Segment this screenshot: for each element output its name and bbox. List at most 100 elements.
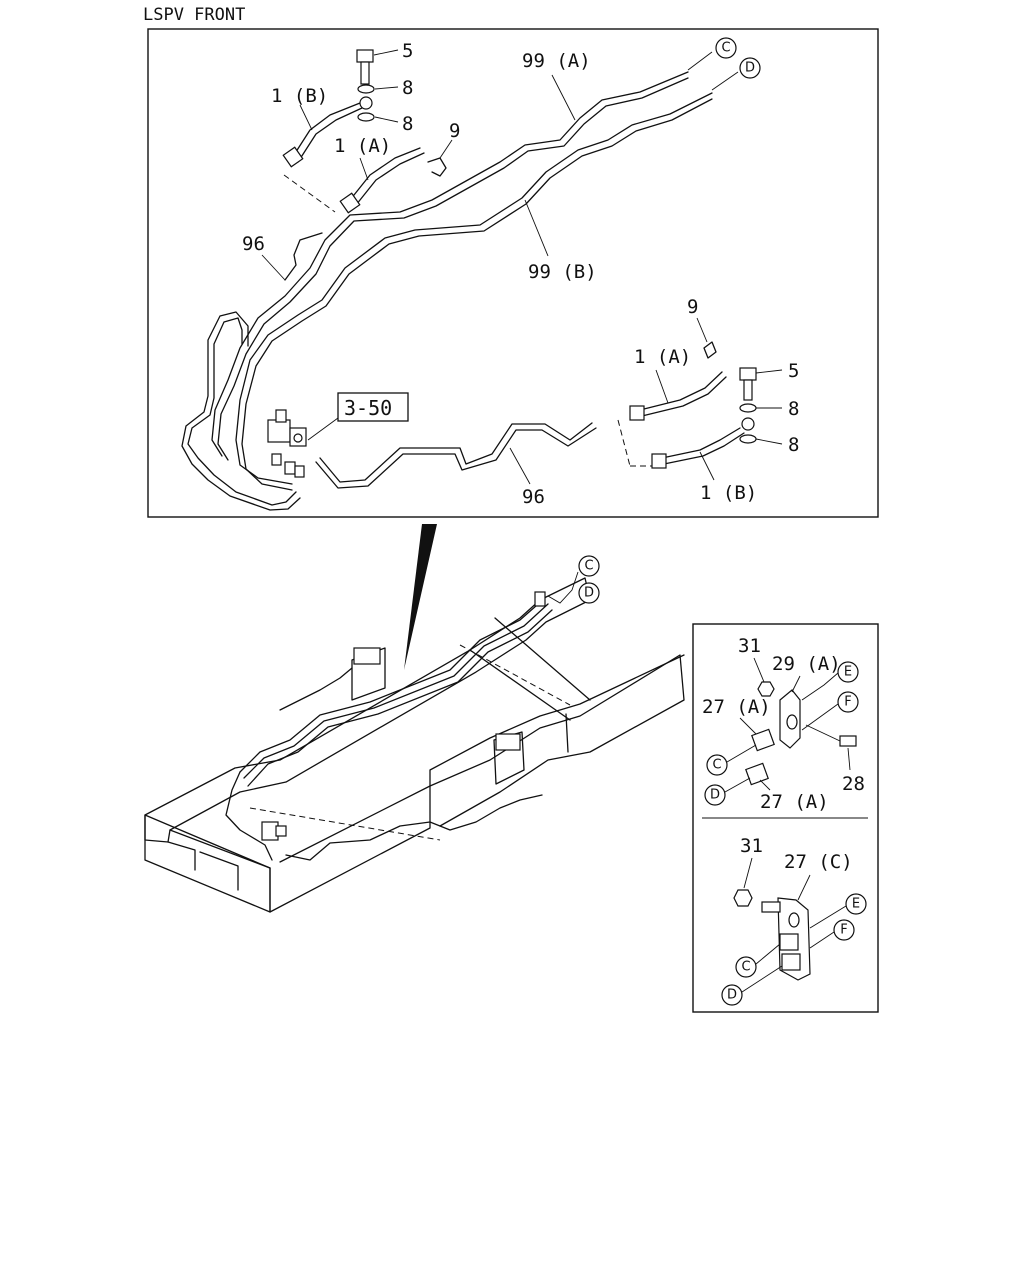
label-27c: 27 (C)	[784, 851, 853, 873]
connector-c-bracket-lower-letter: C	[741, 960, 750, 975]
leader-1b-lower	[699, 451, 715, 481]
bolt-28	[839, 735, 857, 747]
ref-leader	[307, 417, 339, 441]
label-8-lower-2: 8	[788, 434, 799, 456]
leader-1b-upper	[299, 104, 313, 131]
leader-5-lower	[755, 369, 783, 374]
bolt-28-shaft	[805, 724, 841, 742]
grommet-27c-2	[781, 953, 801, 971]
leader-d-top	[711, 71, 739, 91]
hose-1a-upper-2	[355, 152, 425, 206]
hose-1b-upper-2	[297, 107, 363, 163]
bolt-upper	[356, 49, 374, 85]
leader-1a-lower	[655, 369, 669, 404]
pipe-bend-left-2	[181, 311, 301, 511]
label-31-lower: 31	[740, 835, 763, 857]
leader-5-upper	[373, 49, 399, 56]
connector-e-lower	[845, 893, 867, 915]
label-96-upper: 96	[242, 233, 265, 255]
bracket-27c-hole	[788, 912, 800, 928]
grommet-27c-1	[779, 933, 799, 951]
leader-d-lower	[741, 965, 783, 993]
connector-c-chassis-letter: C	[584, 559, 593, 574]
hose-1b-lower-2	[663, 432, 745, 465]
nut-31-upper	[757, 681, 775, 697]
label-9-lower: 9	[687, 296, 698, 318]
hose-1b-lower-fitting	[651, 453, 667, 469]
connector-c-bracket-upper-letter: C	[712, 758, 721, 773]
label-1a-upper: 1 (A)	[334, 135, 391, 157]
connector-e-upper-letter: E	[844, 665, 852, 680]
leader-29a	[791, 675, 801, 693]
connector-d-top	[739, 57, 761, 79]
leader-27c	[797, 874, 811, 901]
hose-1a-lower	[639, 371, 723, 411]
diagram-title: LSPV FRONT	[143, 5, 245, 25]
clip-9-upper	[427, 157, 447, 177]
bracket-27c-stud	[761, 901, 781, 913]
hose-1b-upper	[291, 102, 361, 159]
label-99a: 99 (A)	[522, 50, 591, 72]
connector-d-top-letter: D	[745, 61, 755, 76]
lower-dash-line	[617, 419, 631, 467]
washer-lower-1	[739, 403, 757, 413]
eye-fitting-lower	[741, 417, 755, 431]
clip-9-lower	[703, 341, 717, 359]
lspv-valve	[267, 409, 307, 478]
ref-box-frame	[337, 392, 409, 422]
label-99b: 99 (B)	[528, 261, 597, 283]
label-8-upper-1: 8	[402, 77, 413, 99]
leader-99a	[551, 74, 576, 121]
connector-d-bracket-lower	[721, 984, 743, 1006]
label-5-lower: 5	[788, 360, 799, 382]
leader-f-upper	[801, 703, 839, 731]
label-8-upper-2: 8	[402, 113, 413, 135]
bracket-detail-frame	[692, 623, 879, 1013]
hose-1a-upper	[349, 147, 421, 201]
leader-e-lower	[809, 905, 847, 929]
leader-e-upper	[801, 672, 839, 701]
leader-c-upper	[726, 744, 757, 763]
connector-d-bracket-upper	[704, 784, 726, 806]
pipe-99b	[235, 92, 713, 485]
bolt-lower	[739, 367, 757, 401]
label-29a: 29 (A)	[772, 653, 841, 675]
connector-d-bracket-lower-letter: D	[727, 988, 737, 1003]
leader-27a-lower	[759, 779, 771, 791]
leader-96-upper	[261, 254, 286, 281]
connector-e-upper	[837, 661, 859, 683]
washer-upper-2	[357, 112, 375, 122]
connector-f-lower-letter: F	[840, 923, 847, 938]
top-detail-frame	[147, 28, 879, 518]
label-96-lower: 96	[522, 486, 545, 508]
label-27a-lower: 27 (A)	[760, 791, 829, 813]
leader-c-top	[687, 51, 713, 71]
connector-f-upper-letter: F	[844, 695, 851, 710]
leader-31-upper	[753, 657, 765, 683]
pipe-96-lower-parallel	[315, 427, 597, 489]
chassis-frame	[144, 577, 685, 913]
connector-d-chassis-letter: D	[584, 586, 594, 601]
ref-box-label: 3-50	[344, 396, 392, 420]
leader-31-lower	[743, 857, 753, 889]
hose-1b-upper-fitting	[282, 146, 304, 168]
label-28: 28	[842, 773, 865, 795]
connector-d-bracket-upper-letter: D	[710, 788, 720, 803]
pipe-99b-parallel	[241, 98, 713, 491]
leader-8-lower-2	[755, 438, 783, 445]
label-1b-upper: 1 (B)	[271, 85, 328, 107]
label-27a-upper: 27 (A)	[702, 696, 771, 718]
connector-e-lower-letter: E	[852, 897, 860, 912]
nut-31-lower	[733, 889, 753, 907]
leader-96-lower	[509, 447, 531, 485]
label-8-lower-1: 8	[788, 398, 799, 420]
connector-f-upper	[837, 691, 859, 713]
pipe-99a	[211, 71, 689, 457]
pipe-96-upper	[284, 232, 323, 281]
chassis-cd-leader	[547, 571, 579, 604]
pipe-bend-left	[187, 317, 297, 506]
bracket-29a-hole	[786, 714, 798, 730]
label-31-upper: 31	[738, 635, 761, 657]
connector-c-bracket-lower	[735, 956, 757, 978]
